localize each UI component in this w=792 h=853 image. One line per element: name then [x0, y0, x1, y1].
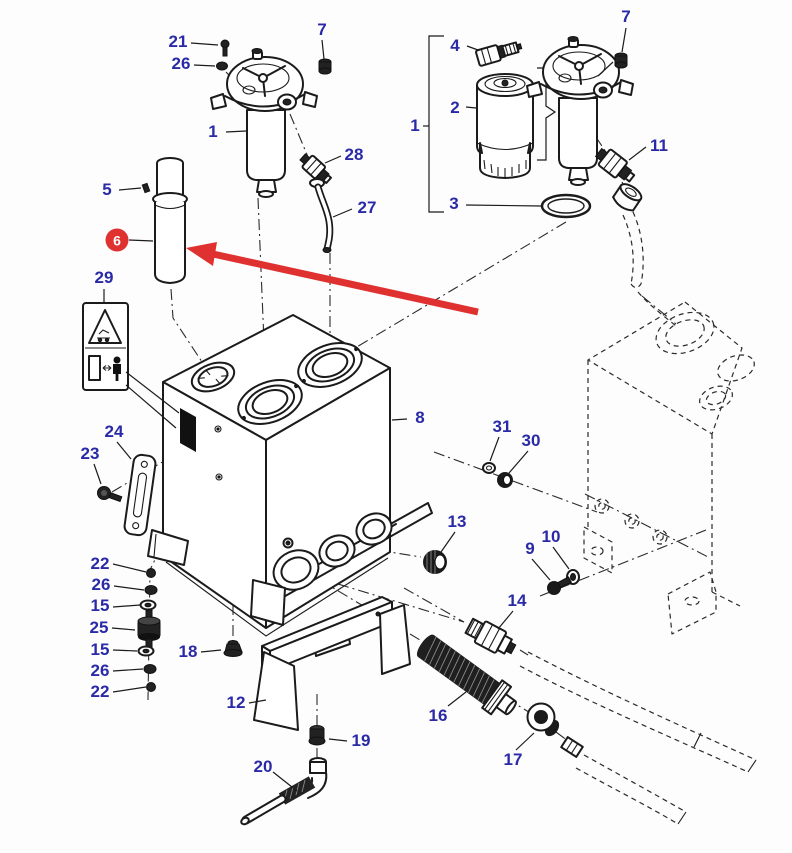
callout-17: 17 — [503, 750, 523, 769]
phantom-hoses — [519, 651, 757, 825]
hose-27 — [309, 178, 334, 253]
callout-15-b: 15 — [90, 640, 110, 659]
bolt-9-washer-10 — [547, 569, 580, 595]
damper-25 — [137, 609, 161, 649]
callout-22-b: 22 — [90, 682, 110, 701]
callout-14: 14 — [507, 591, 527, 610]
plug-7b — [614, 52, 628, 69]
callout-29: 29 — [94, 268, 114, 287]
callout-12: 12 — [226, 693, 246, 712]
fitting-28 — [299, 153, 332, 184]
callout-26-c: 26 — [90, 661, 110, 680]
callout-16: 16 — [428, 706, 448, 725]
callout-6-highlighted: 6 — [105, 228, 129, 252]
callout-1-b: 1 — [410, 116, 420, 135]
callout-21: 21 — [168, 32, 188, 51]
sensor-4 — [475, 41, 523, 67]
callout-3: 3 — [449, 194, 459, 213]
callout-25: 25 — [89, 618, 109, 637]
fitting-14 — [464, 617, 517, 655]
phantom-tank — [519, 211, 757, 825]
callout-5: 5 — [102, 180, 112, 199]
red-arrow-icon — [186, 242, 479, 316]
keep-distance-icon — [88, 355, 121, 381]
callout-7-a: 7 — [317, 20, 327, 39]
callout-19: 19 — [351, 731, 371, 750]
screw-21 — [220, 39, 230, 57]
callout-22-a: 22 — [90, 554, 110, 573]
hydraulic-tank — [147, 314, 433, 657]
hex-nut — [612, 183, 643, 212]
callout-23: 23 — [80, 444, 100, 463]
callout-18: 18 — [178, 642, 198, 661]
callout-24: 24 — [104, 422, 124, 441]
callout-13: 13 — [447, 512, 467, 531]
callout-20: 20 — [253, 757, 273, 776]
leader-lines — [93, 27, 647, 792]
callout-15-a: 15 — [90, 596, 110, 615]
callout-31: 31 — [492, 417, 512, 436]
callout-26-a: 26 — [171, 54, 191, 73]
mid-opening — [237, 379, 303, 425]
callout-28: 28 — [344, 145, 364, 164]
cap-nut-18 — [223, 640, 243, 657]
callout-9: 9 — [525, 539, 535, 558]
callout-7-b: 7 — [621, 7, 631, 26]
suction-strainer-16 — [416, 634, 517, 716]
tank-decal — [180, 408, 196, 452]
callout-26-b: 26 — [91, 575, 111, 594]
callout-10: 10 — [541, 527, 561, 546]
fitting-17 — [526, 702, 584, 758]
plug-13 — [423, 550, 447, 574]
plug-31-30 — [482, 462, 513, 488]
callout-27: 27 — [357, 198, 377, 217]
breather-group — [141, 157, 188, 284]
callout-11: 11 — [650, 136, 668, 155]
callout-1-a: 1 — [208, 122, 218, 141]
callout-30: 30 — [521, 431, 541, 450]
warning-decal — [82, 302, 180, 429]
plug-7a — [318, 58, 332, 75]
callout-4: 4 — [450, 36, 460, 55]
sight-glass-group — [97, 453, 157, 537]
right-opening — [297, 342, 363, 388]
filler-opening — [190, 361, 236, 393]
fitting-11 — [594, 147, 636, 183]
callout-8: 8 — [415, 408, 425, 427]
drain-hose-group — [240, 725, 328, 826]
right-filter-assembly — [428, 35, 643, 219]
cartridge-2 — [476, 73, 534, 179]
mount-hardware-stack — [137, 568, 161, 692]
tip-hazard-warning-icon — [88, 309, 122, 344]
callout-2: 2 — [450, 98, 460, 117]
stand-bracket — [253, 596, 411, 731]
o-ring-3 — [540, 193, 592, 219]
left-filter-assembly — [210, 39, 334, 253]
